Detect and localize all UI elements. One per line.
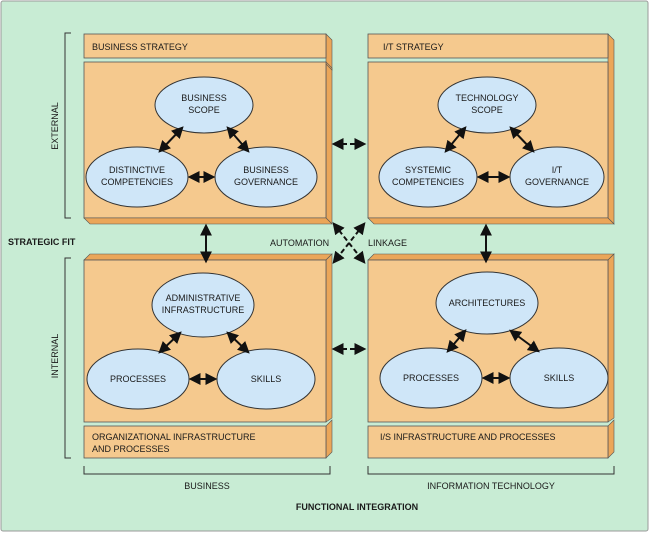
strategic-fit-label: STRATEGIC FIT	[8, 237, 76, 247]
bracket-external	[64, 32, 71, 219]
ellipse-administrative-infrastructure: ADMINISTRATIVE INFRASTRUCTURE	[151, 272, 255, 338]
is-processes-label: PROCESSES	[403, 373, 459, 383]
is-infrastructure-footer: I/S INFRASTRUCTURE AND PROCESSES	[380, 432, 556, 442]
org-infrastructure-footer: ORGANIZATIONAL INFRASTRUCTURE AND PROCESS…	[92, 432, 256, 454]
architectures-label: ARCHITECTURES	[449, 298, 526, 308]
automation-label: AUTOMATION	[270, 238, 329, 248]
it-strategy-header: I/T STRATEGY	[383, 42, 444, 52]
internal-label: INTERNAL	[50, 334, 60, 379]
org-processes-label: PROCESSES	[110, 374, 166, 384]
distinctive-competencies-line-1: DISTINCTIVE	[109, 165, 165, 175]
org-footer-line-1: ORGANIZATIONAL INFRASTRUCTURE	[92, 432, 256, 442]
external-label: EXTERNAL	[50, 102, 60, 150]
is-skills-label: SKILLS	[544, 373, 575, 383]
arrow-scope-competencies	[158, 126, 184, 153]
information-technology-label: INFORMATION TECHNOLOGY	[427, 481, 555, 491]
arrow-cross-diagonal-2	[332, 222, 366, 264]
bracket-business	[83, 466, 331, 475]
it-governance-line-2: GOVERNANCE	[525, 177, 589, 187]
systemic-competencies-line-1: SYSTEMIC	[405, 165, 452, 175]
systemic-competencies-line-2: COMPETENCIES	[392, 177, 464, 187]
bracket-internal	[64, 257, 71, 459]
arrow-admin-skills	[226, 331, 250, 354]
org-footer-line-2: AND PROCESSES	[92, 444, 170, 454]
ellipse-is-skills: SKILLS	[509, 347, 609, 409]
quadrant-is-infrastructure: I/S INFRASTRUCTURE AND PROCESSES ARCHITE…	[367, 253, 615, 459]
admin-infra-line-2: INFRASTRUCTURE	[162, 305, 245, 315]
ellipse-distinctive-competencies: DISTINCTIVE COMPETENCIES	[85, 146, 189, 208]
ellipse-business-governance: BUSINESS GOVERNANCE	[214, 146, 318, 208]
business-label: BUSINESS	[184, 481, 230, 491]
ellipse-org-skills: SKILLS	[216, 348, 316, 410]
arrow-scope-governance	[226, 126, 250, 153]
business-scope-line-2: SCOPE	[188, 105, 220, 115]
org-skills-label: SKILLS	[251, 374, 282, 384]
ellipse-is-processes: PROCESSES	[379, 347, 483, 409]
business-scope-line-1: BUSINESS	[181, 93, 227, 103]
quadrant-org-infrastructure: ORGANIZATIONAL INFRASTRUCTURE AND PROCESS…	[83, 253, 333, 459]
distinctive-competencies-line-2: COMPETENCIES	[101, 177, 173, 187]
ellipse-org-processes: PROCESSES	[86, 348, 190, 410]
business-governance-line-1: BUSINESS	[243, 165, 289, 175]
linkage-label: LINKAGE	[368, 238, 407, 248]
ellipse-architectures: ARCHITECTURES	[435, 271, 539, 335]
ellipse-it-governance: I/T GOVERNANCE	[509, 146, 605, 208]
ellipse-systemic-competencies: SYSTEMIC COMPETENCIES	[378, 146, 478, 208]
technology-scope-line-1: TECHNOLOGY	[455, 93, 518, 103]
ellipse-technology-scope: TECHNOLOGY SCOPE	[437, 76, 537, 134]
technology-scope-line-2: SCOPE	[471, 105, 503, 115]
business-governance-line-2: GOVERNANCE	[234, 177, 298, 187]
quadrant-business-strategy: BUSINESS STRATEGY BUSINESS SCOPE DISTINCT…	[83, 33, 333, 225]
bracket-information-technology	[367, 466, 615, 475]
it-governance-line-1: I/T	[552, 165, 563, 175]
arrow-arch-skills	[509, 329, 540, 353]
arrow-admin-processes	[158, 331, 182, 354]
admin-infra-line-1: ADMINISTRATIVE	[166, 293, 241, 303]
arrow-tech-scope-governance	[509, 126, 535, 153]
business-strategy-header: BUSINESS STRATEGY	[92, 42, 188, 52]
arrow-tech-scope-competencies	[444, 126, 467, 153]
arrow-arch-processes	[446, 329, 467, 353]
quadrant-it-strategy: I/T STRATEGY TECHNOLOGY SCOPE SYSTEMIC COM…	[367, 33, 615, 225]
functional-integration-label: FUNCTIONAL INTEGRATION	[296, 502, 418, 512]
ellipse-business-scope: BUSINESS SCOPE	[154, 76, 254, 134]
